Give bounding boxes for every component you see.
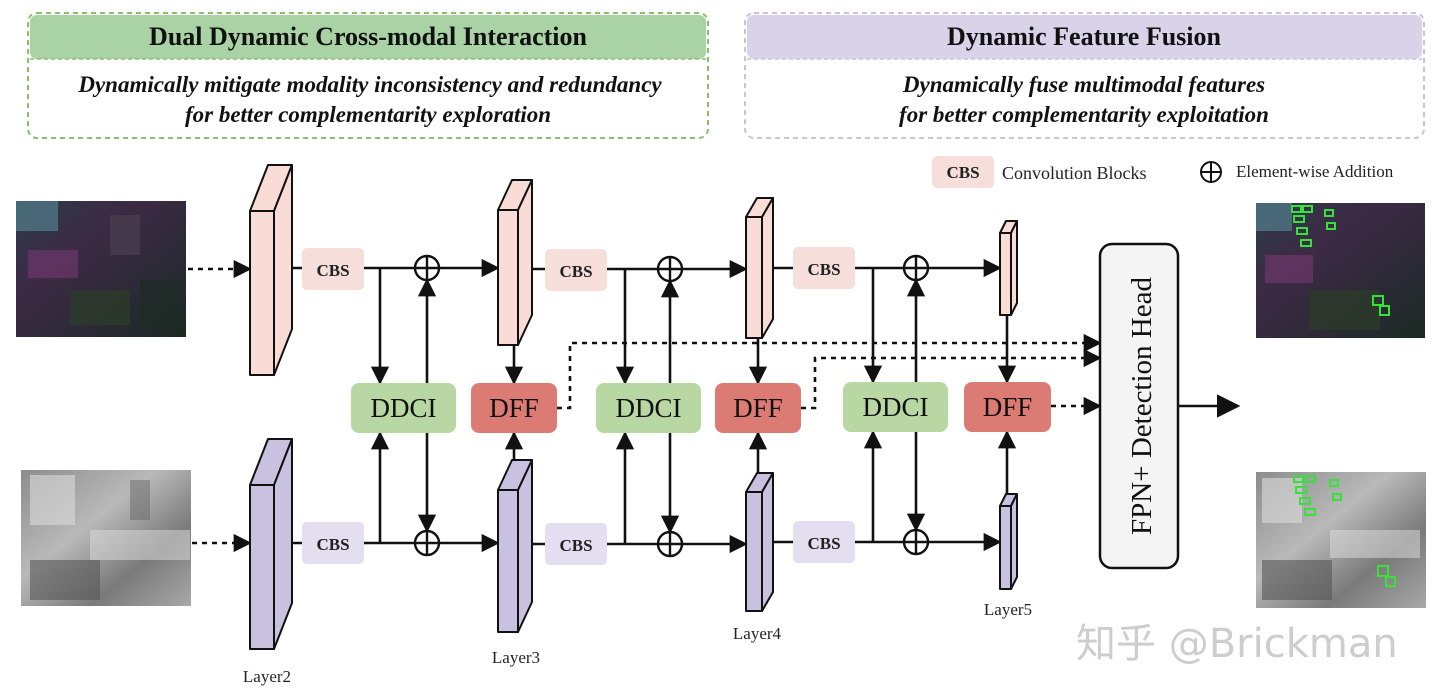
cbs-label: CBS — [316, 535, 349, 554]
layer5-ir-feature — [999, 493, 1018, 590]
cbs-label: CBS — [559, 262, 592, 281]
cbs-block-rgb-2: CBS — [545, 249, 607, 291]
layer-label: Layer4 — [733, 624, 782, 643]
addition-nodes — [413, 254, 930, 558]
panel-left-line2: for better complementarity exploration — [185, 102, 551, 127]
cbs-label: CBS — [807, 534, 840, 553]
rgb-input-image — [16, 201, 186, 337]
detection-head-label: FPN+ Detection Head — [1126, 277, 1158, 535]
rgb-output-image — [1256, 203, 1425, 338]
panel-left-header — [30, 15, 706, 59]
panel-right-title: Dynamic Feature Fusion — [947, 22, 1221, 51]
ddci-module-2: DDCI — [596, 383, 701, 433]
dff-module-2: DFF — [715, 383, 801, 433]
dff-module-2-label: DFF — [733, 393, 783, 423]
panel-right-line2: for better complementarity exploitation — [899, 102, 1269, 127]
cbs-block-ir-1: CBS — [302, 522, 364, 564]
feature-maps — [249, 164, 1018, 650]
panel-left-border — [27, 12, 709, 139]
legend-cbs-swatch — [932, 156, 994, 188]
dff-module-1: DFF — [471, 383, 557, 433]
cbs-block-rgb-1: CBS — [302, 248, 364, 290]
panel-left-title: Dual Dynamic Cross-modal Interaction — [149, 22, 587, 51]
panel-left-line1: Dynamically mitigate modality inconsiste… — [77, 72, 662, 97]
addition-icon — [656, 530, 684, 558]
addition-icon — [902, 528, 930, 556]
ddci-module-3: DDCI — [843, 382, 948, 432]
legend-cbs-text: Convolution Blocks — [1002, 163, 1147, 183]
legend-addition-icon — [1200, 161, 1222, 183]
panel-right: Dynamic Feature Fusion Dynamically fuse … — [744, 12, 1425, 139]
fusion-modules: DDCI DFF DDCI DFF DDCI DFF — [351, 382, 1051, 433]
watermark: 知乎 @Brickman — [1076, 621, 1398, 667]
ir-output-image — [1256, 472, 1426, 608]
cbs-label: CBS — [559, 536, 592, 555]
layer5-rgb-feature — [999, 220, 1018, 316]
ddci-module-1-label: DDCI — [371, 393, 437, 423]
ir-detection-boxes — [1293, 475, 1396, 587]
addition-icon — [656, 255, 684, 283]
addition-icon — [413, 254, 441, 282]
layer3-ir-feature — [497, 459, 533, 633]
ddci-module-1: DDCI — [351, 383, 456, 433]
panel-right-border — [744, 12, 1425, 139]
legend-addition-text: Element-wise Addition — [1236, 162, 1394, 181]
legend-cbs-tag: CBS — [946, 163, 979, 182]
cbs-block-rgb-3: CBS — [793, 247, 855, 289]
layer4-rgb-feature — [745, 197, 774, 339]
dff-module-3: DFF — [964, 382, 1051, 432]
panel-left: Dual Dynamic Cross-modal Interaction Dyn… — [27, 12, 709, 139]
layer2-rgb-feature — [249, 164, 293, 376]
dff1-to-head — [557, 333, 1102, 410]
panel-right-header — [747, 15, 1422, 59]
layer-labels: Layer2 Layer3 Layer4 Layer5 — [243, 600, 1032, 686]
ir-input-image — [21, 470, 191, 606]
detection-head-box — [1098, 242, 1180, 570]
ddci-module-2-label: DDCI — [616, 393, 682, 423]
layer-label: Layer3 — [492, 648, 540, 667]
panel-right-line1: Dynamically fuse multimodal features — [902, 72, 1265, 97]
dff-module-3-label: DFF — [983, 392, 1033, 422]
cbs-label: CBS — [316, 261, 349, 280]
layer4-ir-feature — [745, 472, 774, 612]
layer-label: Layer5 — [984, 600, 1032, 619]
ddci-module-3-label: DDCI — [863, 392, 929, 422]
legend: CBS Convolution Blocks Element-wise Addi… — [932, 156, 1394, 188]
connections — [188, 258, 1241, 554]
cbs-label: CBS — [807, 260, 840, 279]
detection-head: FPN+ Detection Head — [1098, 242, 1180, 570]
dff-module-1-label: DFF — [489, 393, 539, 423]
rgb-detection-boxes — [1291, 205, 1390, 316]
addition-icon — [413, 529, 441, 557]
cbs-blocks: CBS CBS CBS CBS CBS CBS — [302, 247, 855, 565]
cbs-block-ir-3: CBS — [793, 521, 855, 563]
layer-label: Layer2 — [243, 667, 291, 686]
addition-icon — [902, 254, 930, 282]
layer3-rgb-feature — [497, 179, 533, 346]
layer2-ir-feature — [249, 438, 293, 650]
cbs-block-ir-2: CBS — [545, 523, 607, 565]
